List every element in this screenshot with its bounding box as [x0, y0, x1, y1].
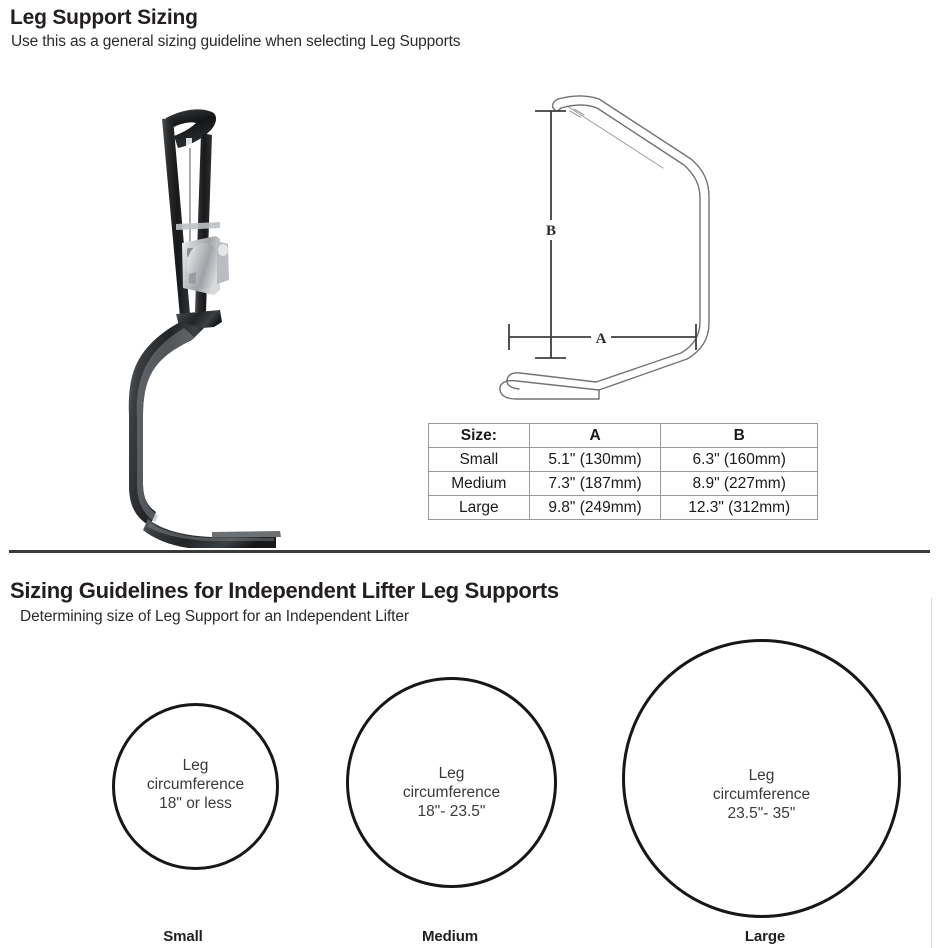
size-caption-small: Small — [163, 928, 203, 945]
table-cell-a: 7.3" (187mm) — [528, 471, 662, 496]
table-cell-a: 5.1" (130mm) — [528, 447, 662, 472]
leg-support-line-drawing: B A — [495, 85, 835, 405]
table-cell-size: Medium — [428, 471, 530, 496]
leg-support-photo — [88, 78, 298, 548]
section-divider — [9, 550, 930, 553]
table-cell-size: Small — [428, 447, 530, 472]
table-cell-size: Large — [428, 495, 530, 520]
table-header-a: A — [528, 423, 662, 448]
table-row: Large 9.8" (249mm) 12.3" (312mm) — [428, 495, 818, 520]
sizing-circle-large-label: Leg circumference 23.5"- 35" — [712, 767, 811, 822]
size-caption-medium: Medium — [421, 928, 479, 945]
table-row: Small 5.1" (130mm) 6.3" (160mm) — [428, 447, 818, 472]
table-header-size: Size: — [428, 423, 530, 448]
table-header-row: Size: A B — [428, 423, 818, 448]
sizing-circle-large: Leg circumference 23.5"- 35" — [622, 639, 901, 918]
size-caption-large: Large — [744, 928, 786, 945]
table-cell-b: 6.3" (160mm) — [660, 447, 818, 472]
dimension-table: Size: A B Small 5.1" (130mm) 6.3" (160mm… — [428, 423, 818, 520]
page-subtitle: Use this as a general sizing guideline w… — [11, 33, 461, 50]
page-title: Leg Support Sizing — [10, 6, 198, 29]
dimension-label-b: B — [546, 223, 556, 239]
section2-subtitle: Determining size of Leg Support for an I… — [20, 608, 409, 625]
sizing-circle-medium: Leg circumference 18"- 23.5" — [346, 677, 557, 888]
table-row: Medium 7.3" (187mm) 8.9" (227mm) — [428, 471, 818, 496]
sizing-circle-small: Leg circumference 18" or less — [112, 703, 279, 870]
table-header-b: B — [660, 423, 818, 448]
table-cell-a: 9.8" (249mm) — [528, 495, 662, 520]
table-cell-b: 8.9" (227mm) — [660, 471, 818, 496]
sizing-circle-small-label: Leg circumference 18" or less — [146, 757, 245, 812]
sizing-circle-medium-label: Leg circumference 18"- 23.5" — [402, 765, 501, 820]
table-cell-b: 12.3" (312mm) — [660, 495, 818, 520]
section2-title: Sizing Guidelines for Independent Lifter… — [10, 578, 559, 603]
scan-edge-artifact — [931, 598, 932, 948]
dimension-label-a: A — [596, 331, 607, 347]
